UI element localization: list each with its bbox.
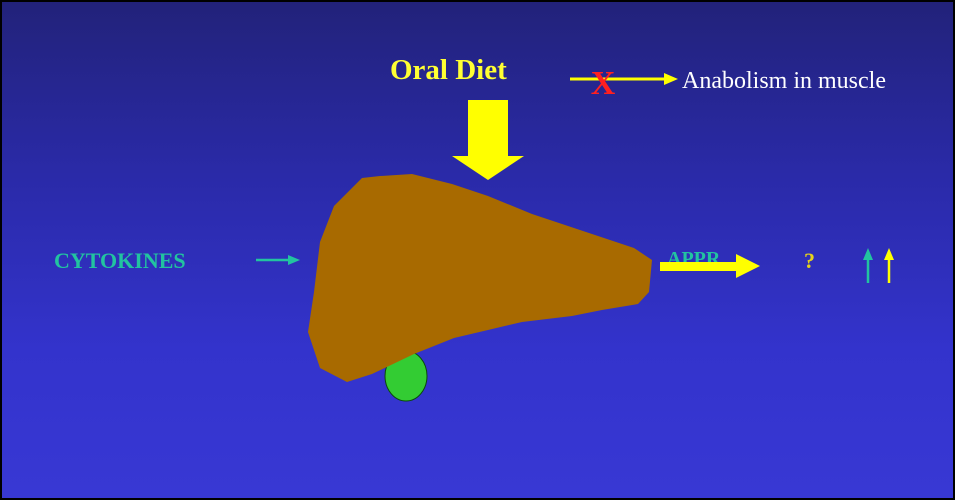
cytokines-arrow-icon: [256, 255, 300, 265]
blocked-arrow-icon: [570, 73, 678, 85]
cross-mark-icon: X: [591, 65, 616, 102]
teal-up-arrow-icon: [863, 248, 873, 283]
appr-arrow-icon: [660, 254, 760, 278]
yellow-up-arrow-icon: [884, 248, 894, 283]
